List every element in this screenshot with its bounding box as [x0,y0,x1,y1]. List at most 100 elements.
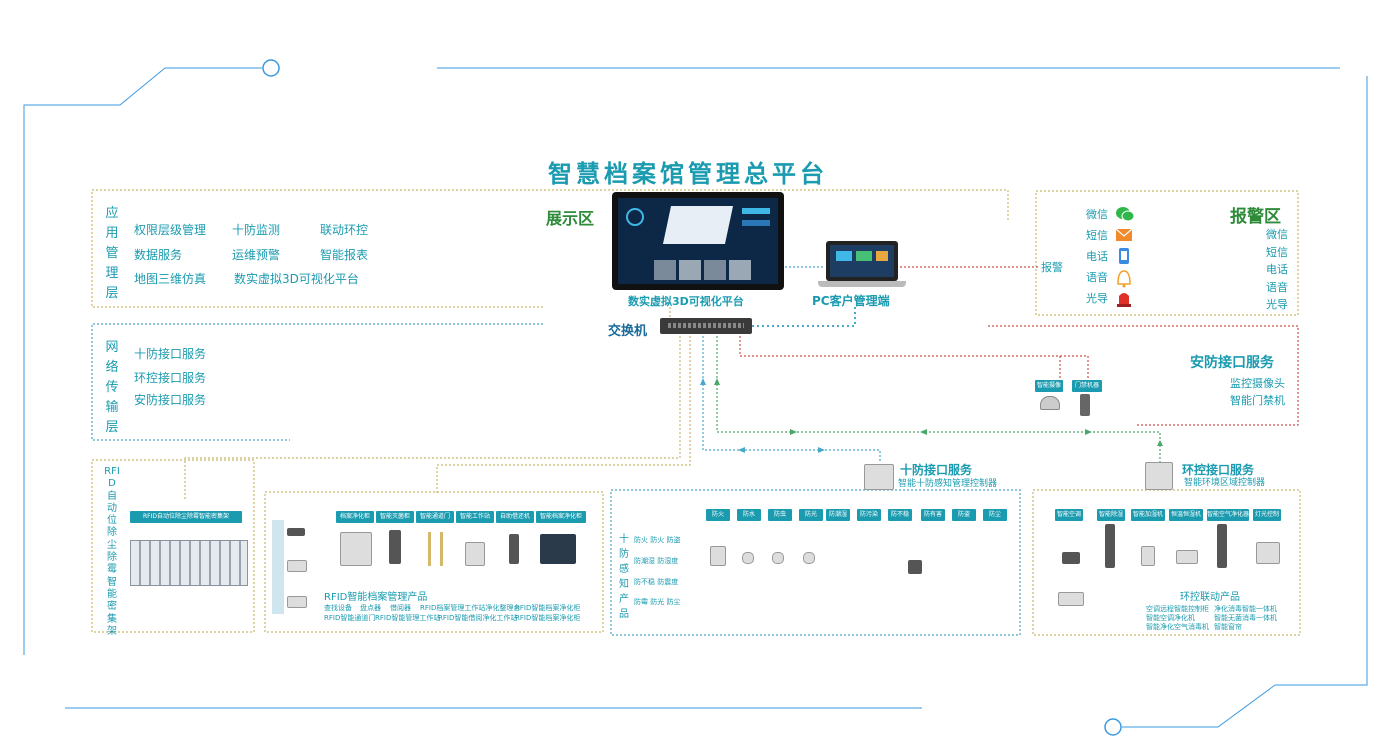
sensor-device [742,552,754,564]
dome-camera-icon [1040,396,1060,410]
rfid-device [340,532,372,566]
pc-caption: PC客户管理端 [812,294,890,308]
alarm-left-item: 语音 [1086,271,1108,284]
ten-pill: 防水 [737,509,761,521]
env-pill: 智能除湿 [1097,509,1125,521]
ten-prevent-label: 十防感知产品 [619,534,629,620]
alarm-left-item: 微信 [1086,208,1108,221]
alarm-left-item: 电话 [1086,250,1108,263]
rfid-desc: RFID智能通道门 [324,614,376,622]
alarm-icons [1115,207,1135,307]
net-item-2: 环控接口服务 [134,371,207,385]
alarm-link-label: 报警 [1041,261,1063,274]
rfid-product-pill: 智能档案净化柜 [536,511,586,523]
rfid-product-pill: 档案净化柜 [336,511,374,523]
rfid-desc: RFID智能管理工作站 [375,614,441,622]
pc-keyboard [818,281,906,287]
mail-icon [1115,228,1133,241]
rfid-desc: RFID档案管理工作站净化整理台 [420,604,521,612]
rfid-product-pill: 智能灭菌柜 [376,511,414,523]
rfid-desc: 查找设备 [324,604,352,612]
ten-row: 防不稳 防震度 [634,578,679,586]
rfid-device [509,534,519,564]
ten-pill: 防虫 [768,509,792,521]
phone-icon [1119,248,1129,264]
alarm-right-list: 微信 短信 电话 语音 光导 [1250,226,1288,314]
rfid-product-pill: 自助借还机 [496,511,534,523]
ten-pill: 防火 [706,509,730,521]
env-pill: 智能空调 [1055,509,1083,521]
env-product: 空调远程智能控制柜 [1146,605,1209,613]
rfid-desc: RFID智能档案净化柜 [515,604,581,612]
env-product: 智能无菌消毒一体机 [1214,614,1277,622]
rfid-device [440,532,443,566]
rfid-desc: RFID智能借阅净化工作站 [438,614,518,622]
env-device [1256,542,1280,564]
network-switch [660,318,752,334]
rfid-rack-label: RFID自动位除尘除霉智能密集架 [104,466,120,637]
env-pill: 灯光控制 [1253,509,1281,521]
siren-icon [1117,293,1131,307]
ten-pill: 防盗 [952,509,976,521]
net-item-3: 安防接口服务 [134,393,207,407]
security-tag-access: 门禁机器 [1072,380,1102,392]
security-item-camera: 监控摄像头 [1230,377,1285,390]
env-device [1141,546,1155,566]
rfid-product-pill: 智能通道门 [416,511,454,523]
env-device [1062,552,1080,564]
app-layer-label: 应用管理层 [105,206,119,301]
env-product: 智能净化空气消毒机 [1146,623,1209,631]
app-item-6: 智能报表 [320,248,369,262]
alarm-right-item: 语音 [1266,280,1288,294]
env-device [1058,592,1084,606]
rfid-desc: RFID智能档案净化柜 [515,614,581,622]
env-pill: 智能空气净化器 [1207,509,1249,521]
access-terminal-icon [1080,394,1090,416]
alarm-right-item: 电话 [1266,263,1288,276]
alarm-right-item: 微信 [1266,228,1288,241]
ten-pill: 防光 [799,509,823,521]
env-subtitle: 智能环境区域控制器 [1184,478,1266,488]
ten-pill: 防污染 [857,509,881,521]
rfid-device [428,532,431,566]
ten-prevent-title: 十防接口服务 [900,463,973,477]
env-product: 净化消毒智能一体机 [1214,605,1277,613]
alarm-right-item: 短信 [1266,245,1288,259]
ten-pill: 防不稳 [888,509,912,521]
bell-icon [1117,270,1131,288]
ten-pill: 防尘 [983,509,1007,521]
ten-prevent-subtitle: 智能十防感知管理控制器 [898,479,998,489]
sensor-device [710,546,726,566]
app-item-8: 数实虚拟3D可视化平台 [234,272,359,286]
alarm-left-item: 光导 [1086,292,1108,305]
app-item-3: 联动环控 [320,223,369,237]
ten-row: 防潮湿 防湿度 [634,557,679,565]
rfid-device [389,530,401,564]
rfid-side-devices [272,520,284,614]
app-item-1: 权限层级管理 [134,223,207,237]
alarm-left-list: 微信 短信 电话 语音 光导 [1086,206,1108,311]
alarm-left-item: 短信 [1086,229,1108,242]
env-title: 环控接口服务 [1182,463,1255,477]
env-product: 智能窗帘 [1214,623,1242,631]
rfid-reader [287,528,305,536]
rfid-desc: 借阅器 [390,604,411,612]
switch-label: 交换机 [608,324,648,339]
ten-pill: 防有害 [921,509,945,521]
env-product-label: 环控联动产品 [1180,592,1240,603]
rfid-reader [287,596,307,608]
sensor-device [803,552,815,564]
rfid-device [540,534,576,564]
rfid-product-pill: 智能工作站 [456,511,494,523]
sensor-device [772,552,784,564]
pc-laptop [826,241,898,281]
alarm-zone-title: 报警区 [1230,207,1281,227]
wechat-icon [1116,207,1135,222]
net-layer-label: 网络传输层 [105,340,119,435]
rfid-rack-image [130,540,248,586]
ten-prevent-controller [864,464,894,490]
alarm-right-item: 光导 [1266,298,1288,311]
ten-pill: 防潮湿 [826,509,850,521]
